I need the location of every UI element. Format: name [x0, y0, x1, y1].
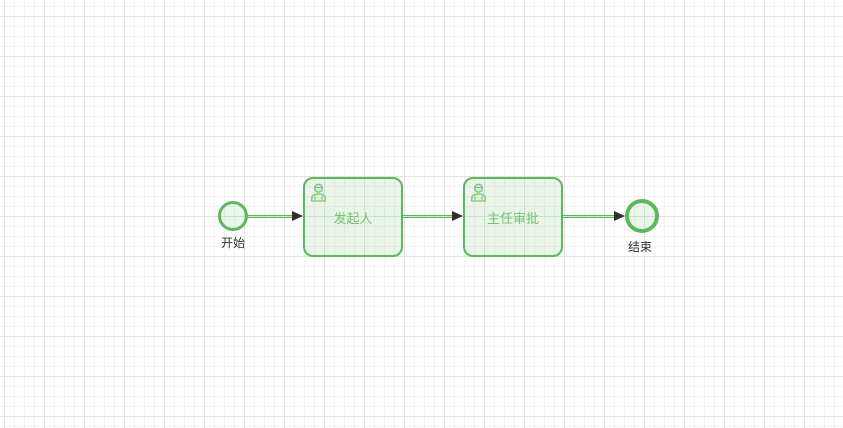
task-label: 发起人: [333, 210, 373, 226]
sequence-flow-2[interactable]: [403, 215, 452, 218]
arrowhead-icon: [292, 211, 303, 221]
arrowhead-icon: [452, 211, 463, 221]
user-task-node-director-approval[interactable]: 主任审批: [463, 177, 563, 257]
start-event-node[interactable]: [218, 201, 248, 231]
task-label: 主任审批: [486, 210, 539, 226]
user-icon: [470, 183, 487, 202]
arrowhead-icon: [614, 211, 625, 221]
start-event-label: 开始: [220, 236, 245, 250]
end-event-node[interactable]: [625, 199, 659, 233]
user-task-node-initiator[interactable]: 发起人: [303, 177, 403, 257]
user-icon: [310, 183, 327, 202]
sequence-flow-3[interactable]: [563, 215, 614, 218]
sequence-flow-1[interactable]: [248, 215, 293, 218]
end-event-label: 结束: [627, 240, 652, 254]
